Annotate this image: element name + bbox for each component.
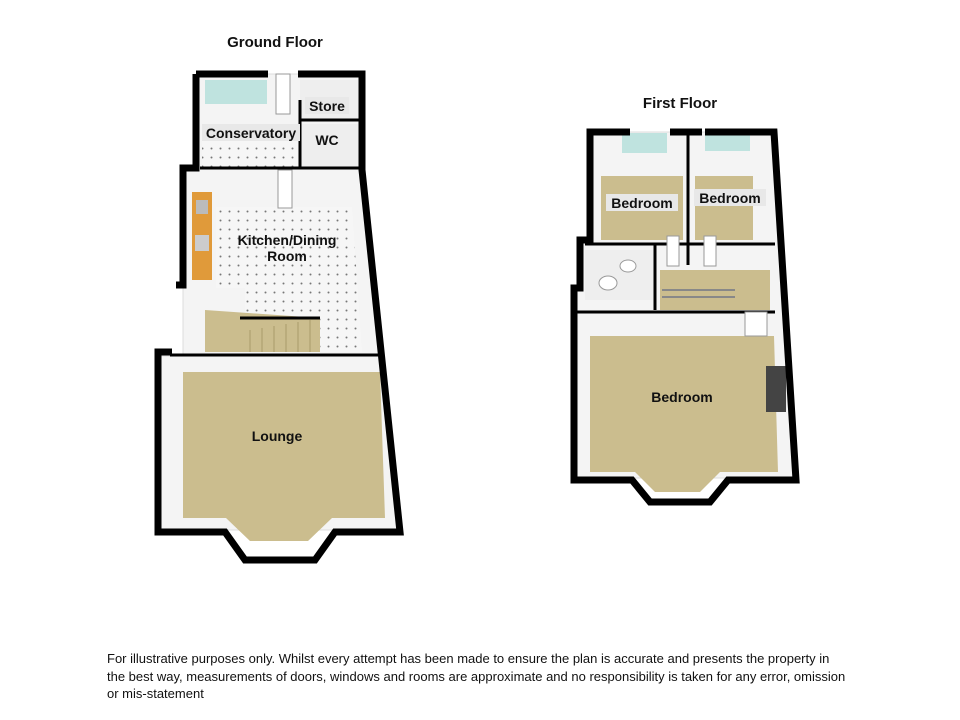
kitchen-door (277, 169, 293, 209)
first-outer-wall (570, 128, 800, 506)
bedroom-right-floor (695, 176, 753, 240)
stair-treads (249, 320, 311, 352)
lounge-label: Lounge (252, 428, 303, 444)
conservatory-window (205, 80, 267, 104)
basin-icon (619, 259, 637, 273)
hob-icon (195, 235, 209, 251)
conservatory-floor (202, 140, 299, 168)
bedroom-main-label: Bedroom (651, 389, 712, 405)
first-floor-title: First Floor (643, 95, 717, 112)
bedroom-right-label-bg (694, 189, 766, 206)
bedroom-right-label: Bedroom (699, 190, 760, 206)
store-label-bg (305, 97, 349, 114)
bedroom-right-window (705, 133, 750, 151)
first-floor-plan: First Floor Bedroom Bedroom Bedroom (570, 95, 800, 506)
ground-floor-plan: Ground Floor Store Conservatory WC (154, 34, 404, 564)
toilet-icon (598, 275, 618, 291)
ground-floor-title: Ground Floor (227, 34, 323, 51)
wc-floor (300, 124, 358, 168)
disclaimer-text: For illustrative purposes only. Whilst e… (107, 651, 846, 701)
bedroom-main-floor (590, 336, 778, 492)
kitchen-label-line1: Kitchen/Dining (238, 232, 337, 248)
sink-icon (196, 200, 208, 214)
banister (662, 289, 735, 298)
bedroom-left-door (666, 235, 680, 267)
conservatory-label: Conservatory (206, 125, 296, 141)
ground-left-upper-wall (176, 74, 200, 289)
bedroom-left-label: Bedroom (611, 195, 672, 211)
conservatory-label-bg (202, 124, 300, 141)
ground-outer-wall (154, 70, 404, 564)
bedroom-left-label-bg (606, 194, 678, 211)
wardrobe (766, 366, 786, 412)
bedroom-main-door (744, 311, 768, 337)
kitchen-label-line2: Room (267, 248, 307, 264)
bedroom-left-window (622, 133, 667, 153)
store-label: Store (309, 98, 345, 114)
conservatory-door (275, 73, 291, 115)
wc-label: WC (315, 132, 338, 148)
bedroom-right-door (703, 235, 717, 267)
bathroom-floor (585, 250, 655, 300)
lounge-floor (183, 372, 385, 541)
